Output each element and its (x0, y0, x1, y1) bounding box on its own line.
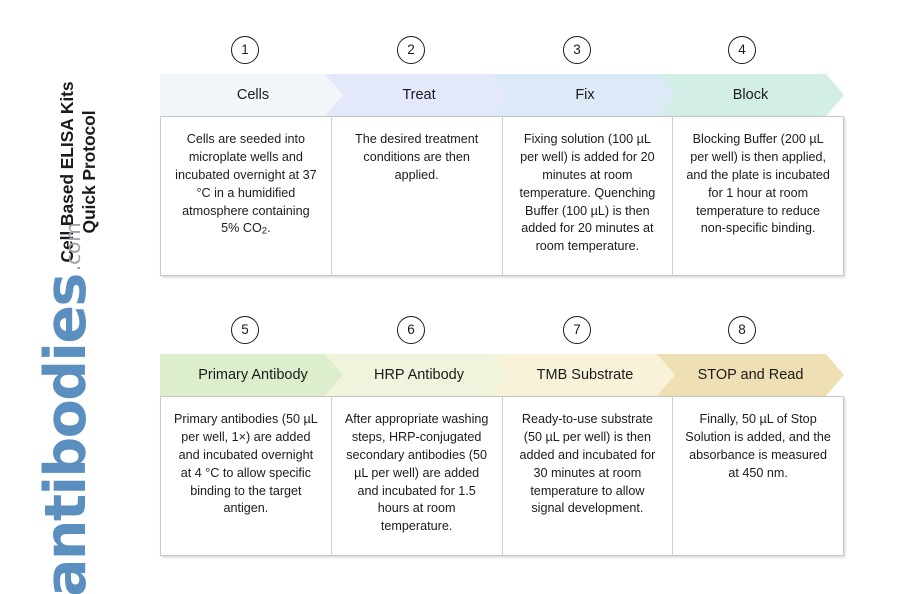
step-number-badge-3: 3 (563, 36, 591, 64)
step-number-badge-6: 6 (397, 316, 425, 344)
step-number-strip-row-1: 1 2 3 4 (160, 36, 844, 66)
chevron-step-4[interactable]: Block (657, 74, 844, 116)
step-number-badge-1: 1 (231, 36, 259, 64)
chevron-step-8[interactable]: STOP and Read (657, 354, 844, 396)
chevron-step-7[interactable]: TMB Substrate (491, 354, 679, 396)
chevron-step-3[interactable]: Fix (491, 74, 679, 116)
chevron-step-2[interactable]: Treat (325, 74, 513, 116)
chevron-step-6-label: HRP Antibody (373, 367, 464, 383)
description-text-3: Fixing solution (100 µL per well) is add… (519, 132, 656, 254)
description-cell-6: After appropriate washing steps, HRP-con… (332, 397, 503, 555)
description-text-7: Ready-to-use substrate (50 µL per well) … (519, 412, 656, 516)
description-cell-1: Cells are seeded into microplate wells a… (161, 117, 332, 275)
chevron-step-2-label: Treat (402, 87, 436, 103)
description-text-1: Cells are seeded into microplate wells a… (175, 132, 317, 238)
brand-logo: antibodies .com (14, 222, 99, 594)
step-number-badge-2: 2 (397, 36, 425, 64)
chevron-step-7-label: TMB Substrate (536, 367, 634, 383)
process-flow-row-1: 1 2 3 4 Cells Treat Fix Block Cells are … (160, 36, 844, 276)
description-text-8: Finally, 50 µL of Stop Solution is added… (685, 412, 831, 480)
chevron-step-1-label: Cells (236, 87, 270, 103)
brand-logo-tld: .com (61, 222, 85, 272)
step-number-badge-7: 7 (563, 316, 591, 344)
chevron-step-4-label: Block (732, 87, 769, 103)
brand-logo-name: antibodies (32, 274, 99, 594)
chevron-step-6[interactable]: HRP Antibody (325, 354, 513, 396)
description-cell-7: Ready-to-use substrate (50 µL per well) … (503, 397, 674, 555)
chevron-step-8-label: STOP and Read (697, 367, 804, 383)
description-text-5: Primary antibodies (50 µL per well, 1×) … (173, 412, 318, 516)
description-cell-2: The desired treatment conditions are the… (332, 117, 503, 275)
step-number-badge-8: 8 (728, 316, 756, 344)
step-number-badge-5: 5 (231, 316, 259, 344)
description-cell-5: Primary antibodies (50 µL per well, 1×) … (161, 397, 332, 555)
description-strip-row-2: Primary antibodies (50 µL per well, 1×) … (160, 396, 844, 556)
description-cell-3: Fixing solution (100 µL per well) is add… (503, 117, 674, 275)
chevron-strip-row-2: Primary Antibody HRP Antibody TMB Substr… (160, 354, 844, 396)
description-cell-4: Blocking Buffer (200 µL per well) is the… (673, 117, 843, 275)
page-title-line-2: Quick Protocol (79, 110, 99, 234)
chevron-strip-row-1: Cells Treat Fix Block (160, 74, 844, 116)
chevron-step-5[interactable]: Primary Antibody (160, 354, 346, 396)
chevron-step-3-label: Fix (575, 87, 595, 103)
chevron-step-1[interactable]: Cells (160, 74, 346, 116)
chevron-step-5-label: Primary Antibody (198, 367, 308, 383)
step-number-strip-row-2: 5 6 7 8 (160, 316, 844, 346)
description-text-6: After appropriate washing steps, HRP-con… (344, 412, 489, 534)
description-strip-row-1: Cells are seeded into microplate wells a… (160, 116, 844, 276)
process-flow-row-2: 5 6 7 8 Primary Antibody HRP Antibody TM… (160, 316, 844, 556)
description-text-2: The desired treatment conditions are the… (355, 132, 479, 182)
step-number-badge-4: 4 (728, 36, 756, 64)
description-text-4: Blocking Buffer (200 µL per well) is the… (686, 132, 830, 236)
description-cell-8: Finally, 50 µL of Stop Solution is added… (673, 397, 843, 555)
